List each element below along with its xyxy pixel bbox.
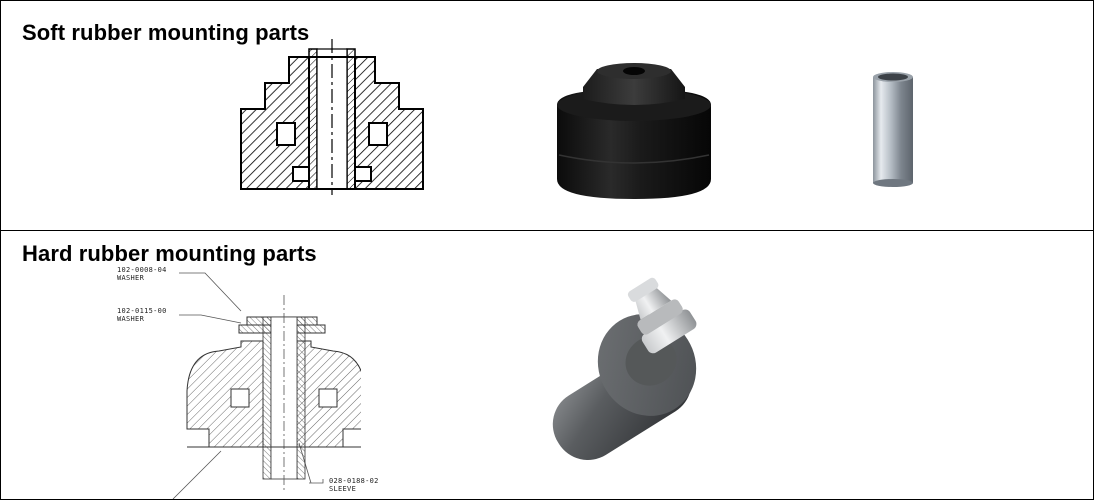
soft-rubber-mount-photo (553, 59, 715, 201)
hard-rubber-title: Hard rubber mounting parts (22, 241, 317, 266)
callout-washer-1-name: WASHER (117, 274, 145, 282)
soft-rubber-title: Soft rubber mounting parts (22, 20, 310, 45)
soft-mount-cross-section-drawing (237, 39, 427, 195)
callout-washer-2-part: 102-0115-00 (117, 307, 167, 315)
callout-washer-2: 102-0115-00 WASHER (117, 307, 167, 323)
callout-washer-2-name: WASHER (117, 315, 145, 323)
metal-sleeve-photo (869, 71, 917, 189)
callout-sleeve: 028-0188-02 SLEEVE (329, 477, 379, 493)
hard-rubber-section: Hard rubber mounting parts 102-0008-04 W… (1, 231, 1093, 499)
hard-mount-cross-section-drawing (1, 261, 361, 499)
callout-washer-1-part: 102-0008-04 (117, 266, 167, 274)
callout-sleeve-part: 028-0188-02 (329, 477, 379, 485)
hard-rubber-mount-render (539, 265, 743, 475)
callout-washer-1: 102-0008-04 WASHER (117, 266, 167, 282)
callout-sleeve-name: SLEEVE (329, 485, 357, 493)
soft-rubber-section: Soft rubber mounting parts (1, 1, 1093, 231)
